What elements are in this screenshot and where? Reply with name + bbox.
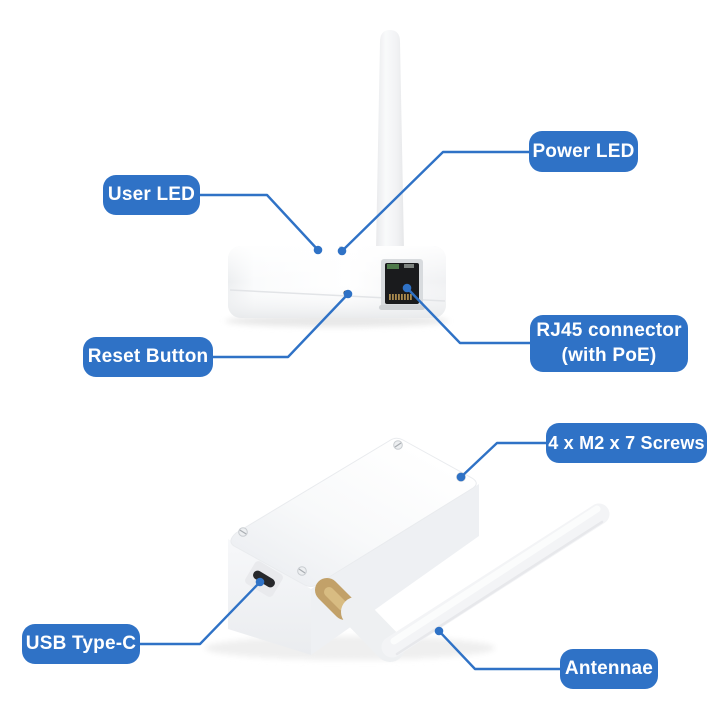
label-power-led: Power LED [529,131,638,172]
dot-screws [456,472,466,482]
antenna-folded [315,503,610,662]
label-antennae: Antennae [560,649,658,689]
label-user-led-text: User LED [107,184,196,205]
dot-usb [255,577,265,587]
dot-user-led [313,245,323,255]
label-rj45-connector: RJ45 connector (with PoE) [530,315,688,372]
label-rj45-line2: (with PoE) [561,344,657,366]
leader-line-screws [460,441,546,478]
leader-line-antennae [438,630,560,671]
sma-connector-highlight [324,587,348,611]
leader-line-reset-button [213,293,349,359]
antenna-rod-highlight [390,505,601,645]
label-rj45-line1: RJ45 connector [536,319,682,341]
label-screws-text: 4 x M2 x 7 Screws [548,432,705,453]
label-reset-button: Reset Button [83,337,213,377]
screw [297,566,307,576]
label-power-led-text: Power LED [532,140,635,162]
dot-antennae [434,626,444,636]
case-top-face [230,437,477,587]
dot-rj45 [402,283,412,293]
leader-line-user-led [200,193,319,251]
leader-lines [140,150,560,671]
antenna-rod-shade [395,520,604,656]
label-reset-button-text: Reset Button [87,346,209,367]
case-left-face [228,539,311,655]
leader-dots [255,245,466,636]
leader-line-usb [140,581,261,646]
rj45-port [379,259,425,310]
label-usb-type-c: USB Type-C [22,624,140,664]
gateway-side-view [225,30,449,327]
dot-reset-button [343,289,353,299]
label-user-led: User LED [103,175,200,215]
antenna-vertical [376,30,404,250]
dot-power-led [337,246,347,256]
label-usb-type-c-text: USB Type-C [25,633,137,654]
gateway-top-view [205,437,610,662]
leader-line-rj45 [406,287,530,345]
rj45-pins [389,294,412,300]
label-antennae-text: Antennae [564,658,654,679]
antenna-rod [381,503,610,658]
screw [393,440,403,450]
device-shadow [205,636,495,660]
leader-line-power-led [341,150,530,252]
screw [238,527,248,537]
label-screws: 4 x M2 x 7 Screws [546,423,707,463]
